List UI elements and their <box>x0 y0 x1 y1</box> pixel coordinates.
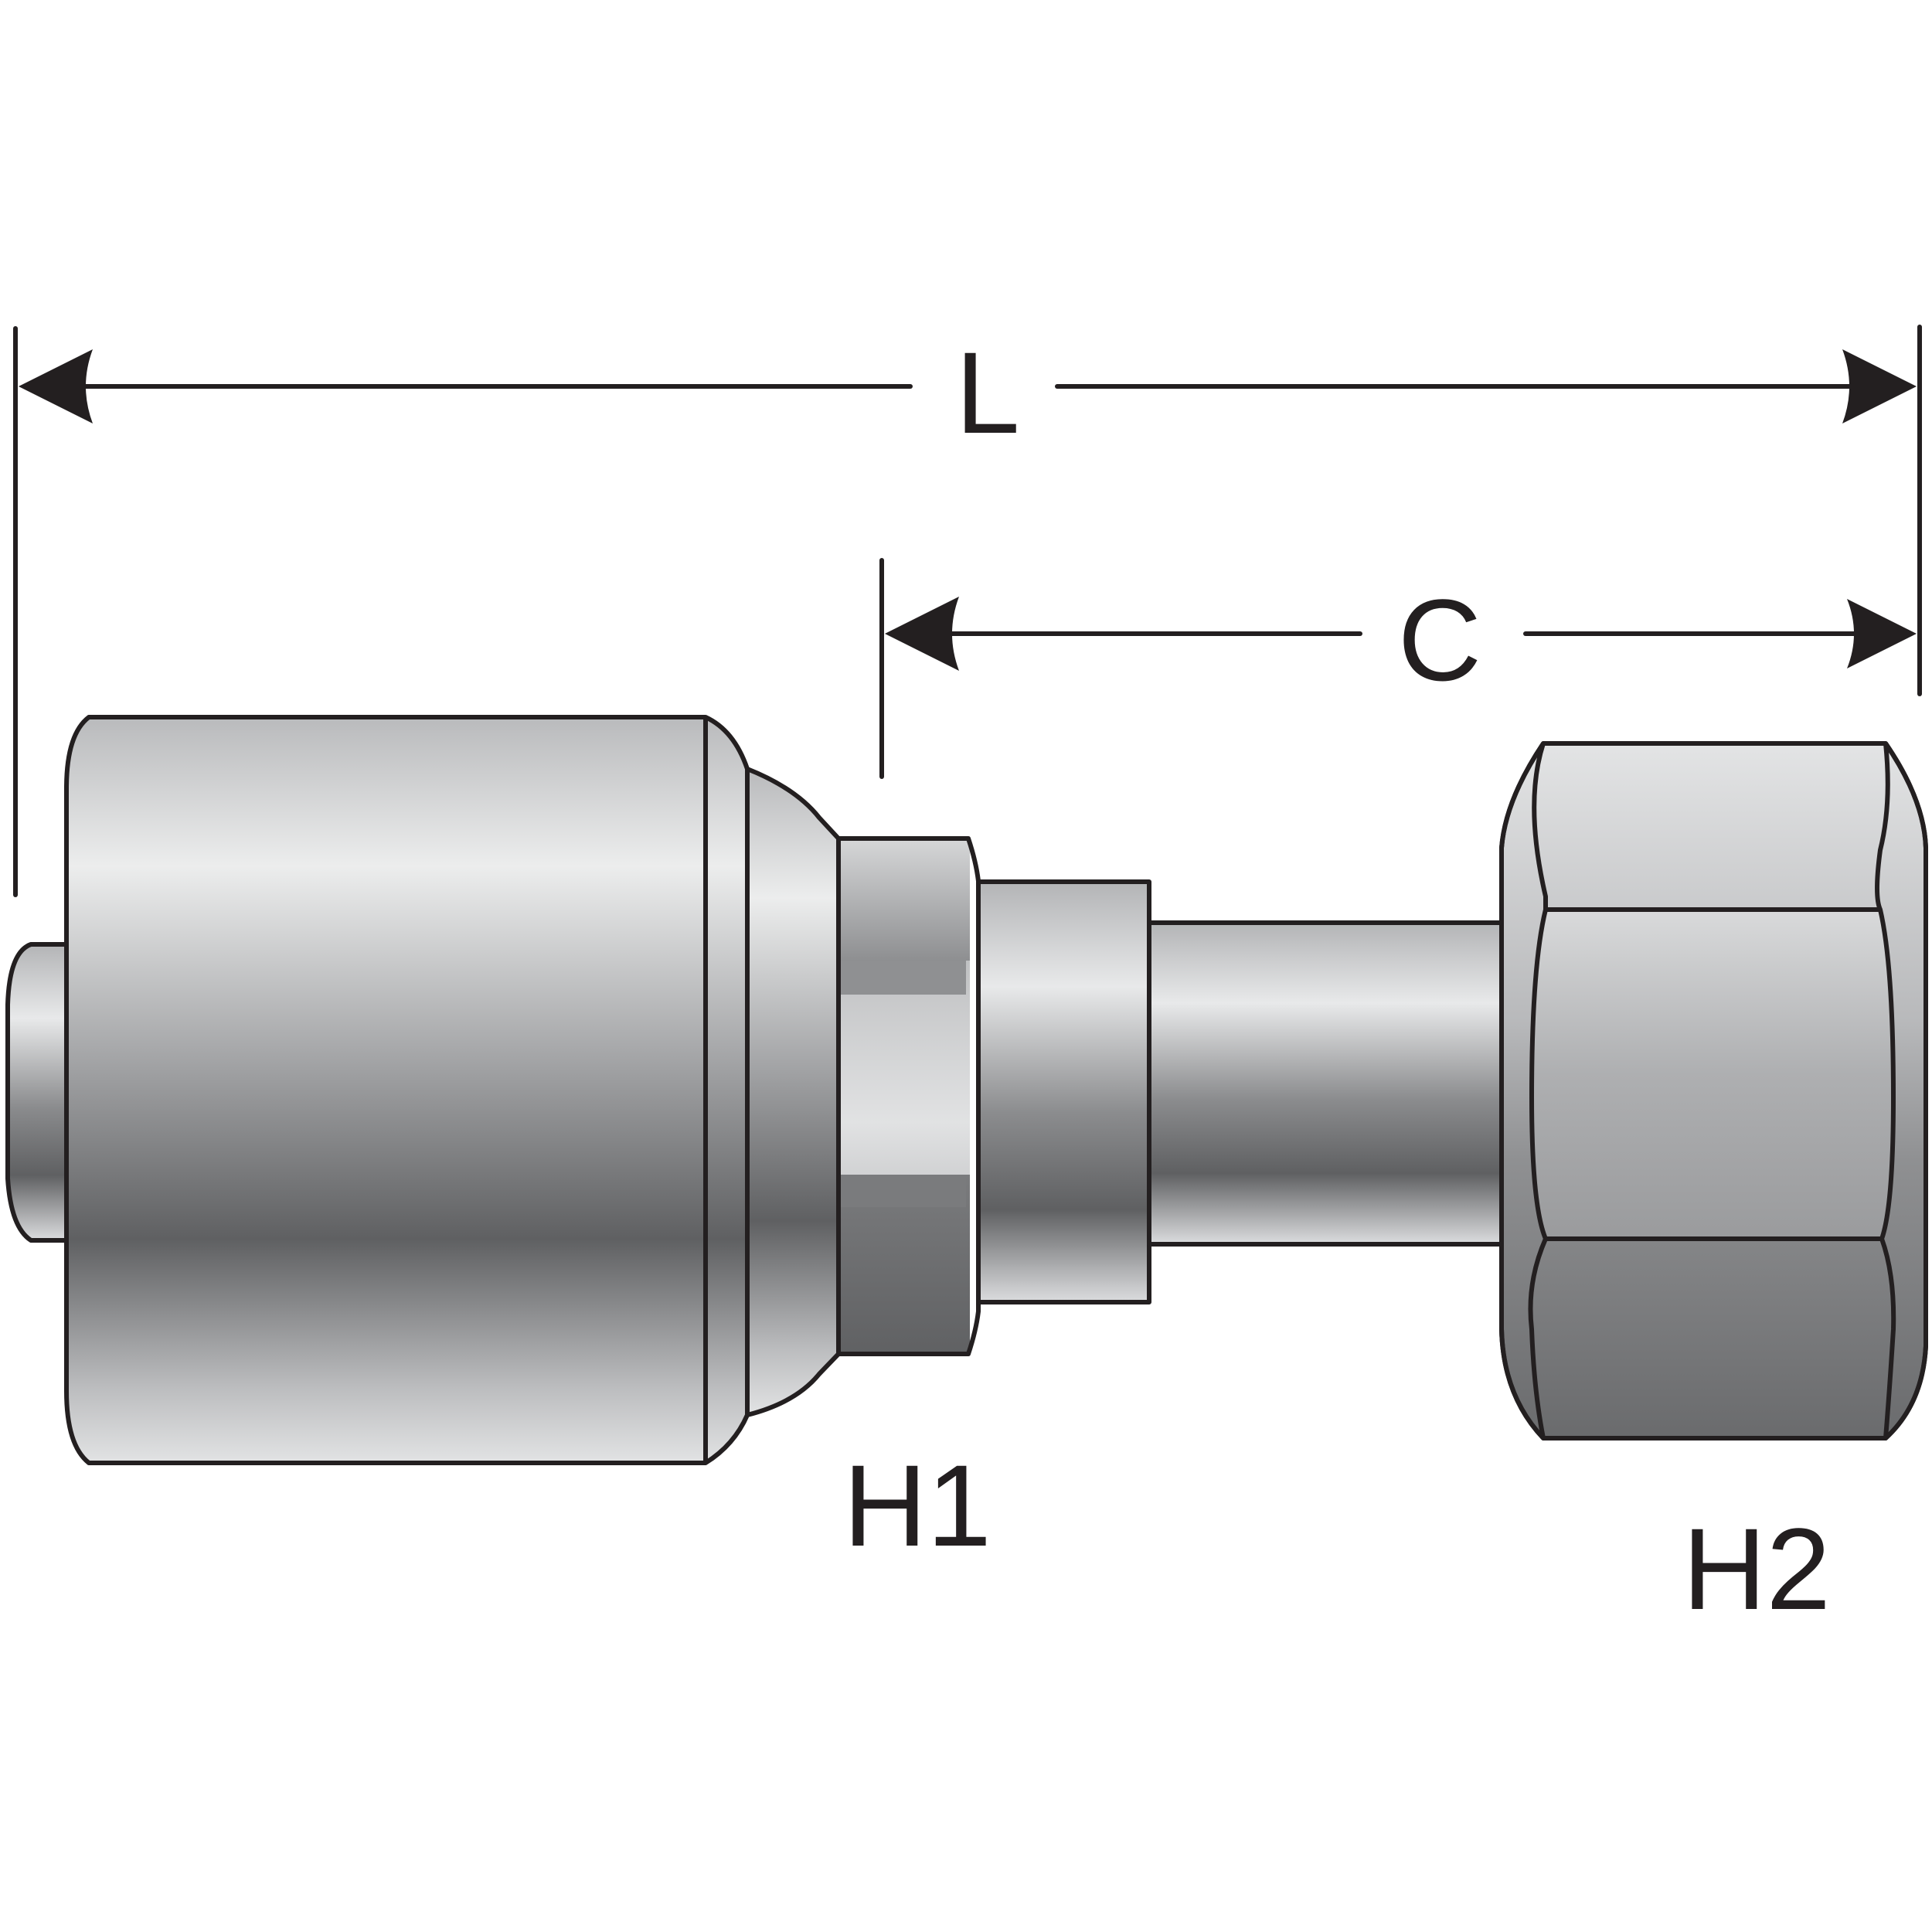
hex-h1-top-edge <box>838 961 966 995</box>
hex-h1-outline <box>836 836 981 1356</box>
hose-fitting <box>5 715 1928 1465</box>
h2-label: H2 <box>1682 1504 1831 1634</box>
crimp-shell <box>64 715 750 1465</box>
swivel-nut-flat-lines <box>1528 743 1896 1439</box>
hex-h1-upper-face <box>838 838 970 961</box>
c-label: C <box>1398 575 1481 705</box>
hex-h1 <box>836 836 981 1356</box>
l-label: L <box>955 328 1019 457</box>
c-left-arrowhead <box>885 597 959 671</box>
stem-tube <box>1147 920 1504 1247</box>
overall-length-dimension: L <box>13 325 1922 897</box>
hose-insert-stub <box>5 942 69 1243</box>
h1-label: H1 <box>843 1440 992 1570</box>
hex-h1-bottom-edge <box>838 1175 966 1207</box>
hex-h2-swivel-nut <box>1499 741 1928 1440</box>
c-right-arrowhead <box>1847 599 1917 668</box>
l-right-arrowhead <box>1842 349 1917 423</box>
center-length-dimension: C <box>879 558 1917 779</box>
neck-ring <box>976 879 1151 1304</box>
l-left-arrowhead <box>19 349 93 423</box>
shell-taper <box>745 767 841 1417</box>
swivel-nut-middle-flat <box>1532 910 1893 1239</box>
swivel-nut-outline <box>1499 741 1928 1440</box>
